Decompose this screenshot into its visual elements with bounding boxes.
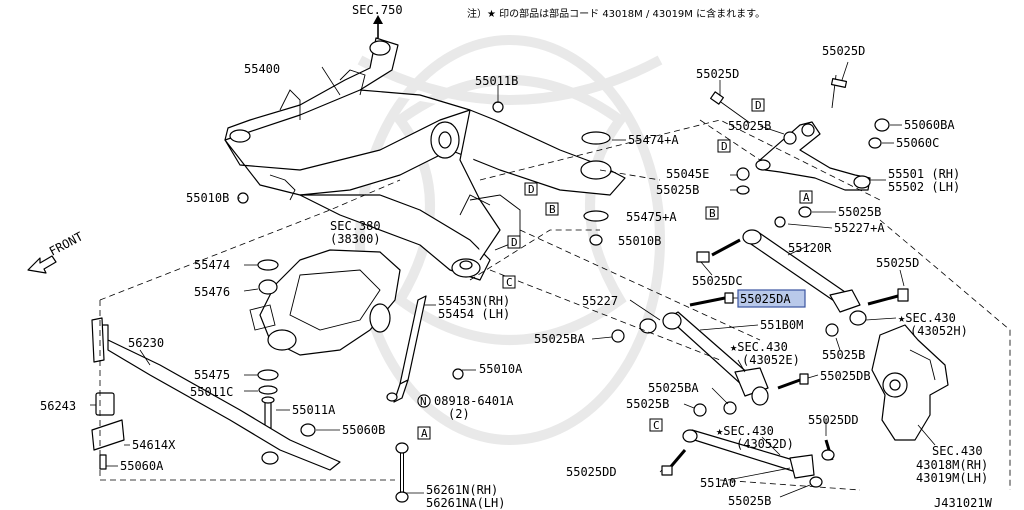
dashed-leader-lines [99,119,1011,491]
axle-knuckle [871,324,949,441]
label-551A0: 551A0 [700,476,736,490]
label-sec430-3-sub: (43052D) [736,437,794,451]
ref-letter-boxes: B D D C A D D A B C [417,98,813,440]
label-sec430-3: ★SEC.430 [716,424,774,438]
label-55025DA[interactable]: 55025DA [740,292,791,306]
label-55120R: 55120R [788,241,832,255]
label-sec380-sub: (38300) [330,232,381,246]
upper-link [710,74,890,195]
label-55060B: 55060B [342,423,385,437]
ref-c-2: C [653,419,660,432]
n-circle-letter: N [420,395,427,408]
stabilizer-bar [91,317,341,471]
front-label: FRONT [47,229,85,258]
label-08918-qty: (2) [448,407,470,421]
ref-d-2: D [511,236,518,249]
label-sec430-4-a: 43018M(RH) [916,458,988,472]
lower-link-551B0M [611,292,809,417]
label-sec750: SEC.750 [352,3,403,17]
label-55045E: 55045E [666,167,709,181]
n-circle-icon [417,394,431,408]
label-55025D-top: 55025D [822,44,865,58]
lateral-link-55120R [696,206,909,337]
label-55025B-f: 55025B [728,494,771,508]
label-sec430-4-b: 43019M(LH) [916,471,988,485]
label-55025B-a: 55025B [656,183,699,197]
label-sec430-4: SEC.430 [932,444,983,458]
lower-link-551A0 [661,429,835,488]
label-54614X: 54614X [132,438,176,452]
label-sec430-2: ★SEC.430 [730,340,788,354]
ref-a-1: A [421,427,428,440]
label-55011C: 55011C [190,385,233,399]
label-55010B-right: 55010B [618,234,661,248]
label-55454: 55454 (LH) [438,307,510,321]
label-55025DD-left: 55025DD [566,465,617,479]
label-55025DD-right: 55025DD [808,413,859,427]
label-56230: 56230 [128,336,164,350]
part-labels: 55400 55011B 55474+A 55475+A 55010B 5501… [40,44,993,510]
label-08918: 08918-6401A [434,394,514,408]
label-55227: 55227 [582,294,618,308]
label-55476: 55476 [194,285,230,299]
label-56261NA: 56261NA(LH) [426,496,505,510]
label-551B0M: 551B0M [760,318,803,332]
label-55060C: 55060C [896,136,939,150]
ref-b-1: B [549,203,556,216]
leader-lines [90,61,936,498]
ref-d-3: D [755,99,762,112]
label-55025D-mid: 55025D [876,256,919,270]
label-55025BA-right: 55025BA [648,381,699,395]
label-55474A: 55474+A [628,133,679,147]
label-sec430-1: ★SEC.430 [898,311,956,325]
label-55025DB: 55025DB [820,369,871,383]
label-sec380: SEC.380 [330,219,381,233]
label-55011A: 55011A [292,403,336,417]
stabilizer-link [395,442,409,503]
label-55227A: 55227+A [834,221,885,235]
label-55010B-left: 55010B [186,191,229,205]
label-55010A: 55010A [479,362,523,376]
label-55025B-e: 55025B [626,397,669,411]
front-arrow-icon [27,255,57,274]
label-55025D-left: 55025D [696,67,739,81]
ref-b-2: B [709,207,716,220]
diagram-id: J431021W [934,496,993,510]
ref-d-4: D [721,140,728,153]
label-55025B-d: 55025B [822,348,865,362]
rear-subframe [224,37,626,281]
label-55025BA-left: 55025BA [534,332,585,346]
label-55502: 55502 (LH) [888,180,960,194]
label-sec430-1-sub: (43052H) [910,324,968,338]
label-55400: 55400 [244,62,280,76]
label-sec430-2-sub: (43052E) [742,353,800,367]
label-55025B-c: 55025B [838,205,881,219]
up-arrow-icon [373,15,383,38]
label-55475: 55475 [194,368,230,382]
label-55060BA: 55060BA [904,118,955,132]
upper-mount-stack [237,101,612,246]
label-55011B: 55011B [475,74,518,88]
ref-c-1: C [506,276,513,289]
highlight-55025DA [737,289,806,308]
label-56243: 56243 [40,399,76,413]
label-55474: 55474 [194,258,230,272]
ref-a-2: A [803,191,810,204]
label-55453N: 55453N(RH) [438,294,510,308]
label-56261N: 56261N(RH) [426,483,498,497]
label-55025DC: 55025DC [692,274,743,288]
label-55060A: 55060A [120,459,164,473]
ref-d-1: D [528,183,535,196]
differential-assembly [249,249,401,356]
label-55501: 55501 (RH) [888,167,960,181]
footnote-text: 注）★ 印の部品は部品コード 43018M / 43019M に含まれます。 [467,7,765,20]
label-55475A: 55475+A [626,210,677,224]
label-55025B-b: 55025B [728,119,771,133]
diff-mount-stack [257,259,279,429]
